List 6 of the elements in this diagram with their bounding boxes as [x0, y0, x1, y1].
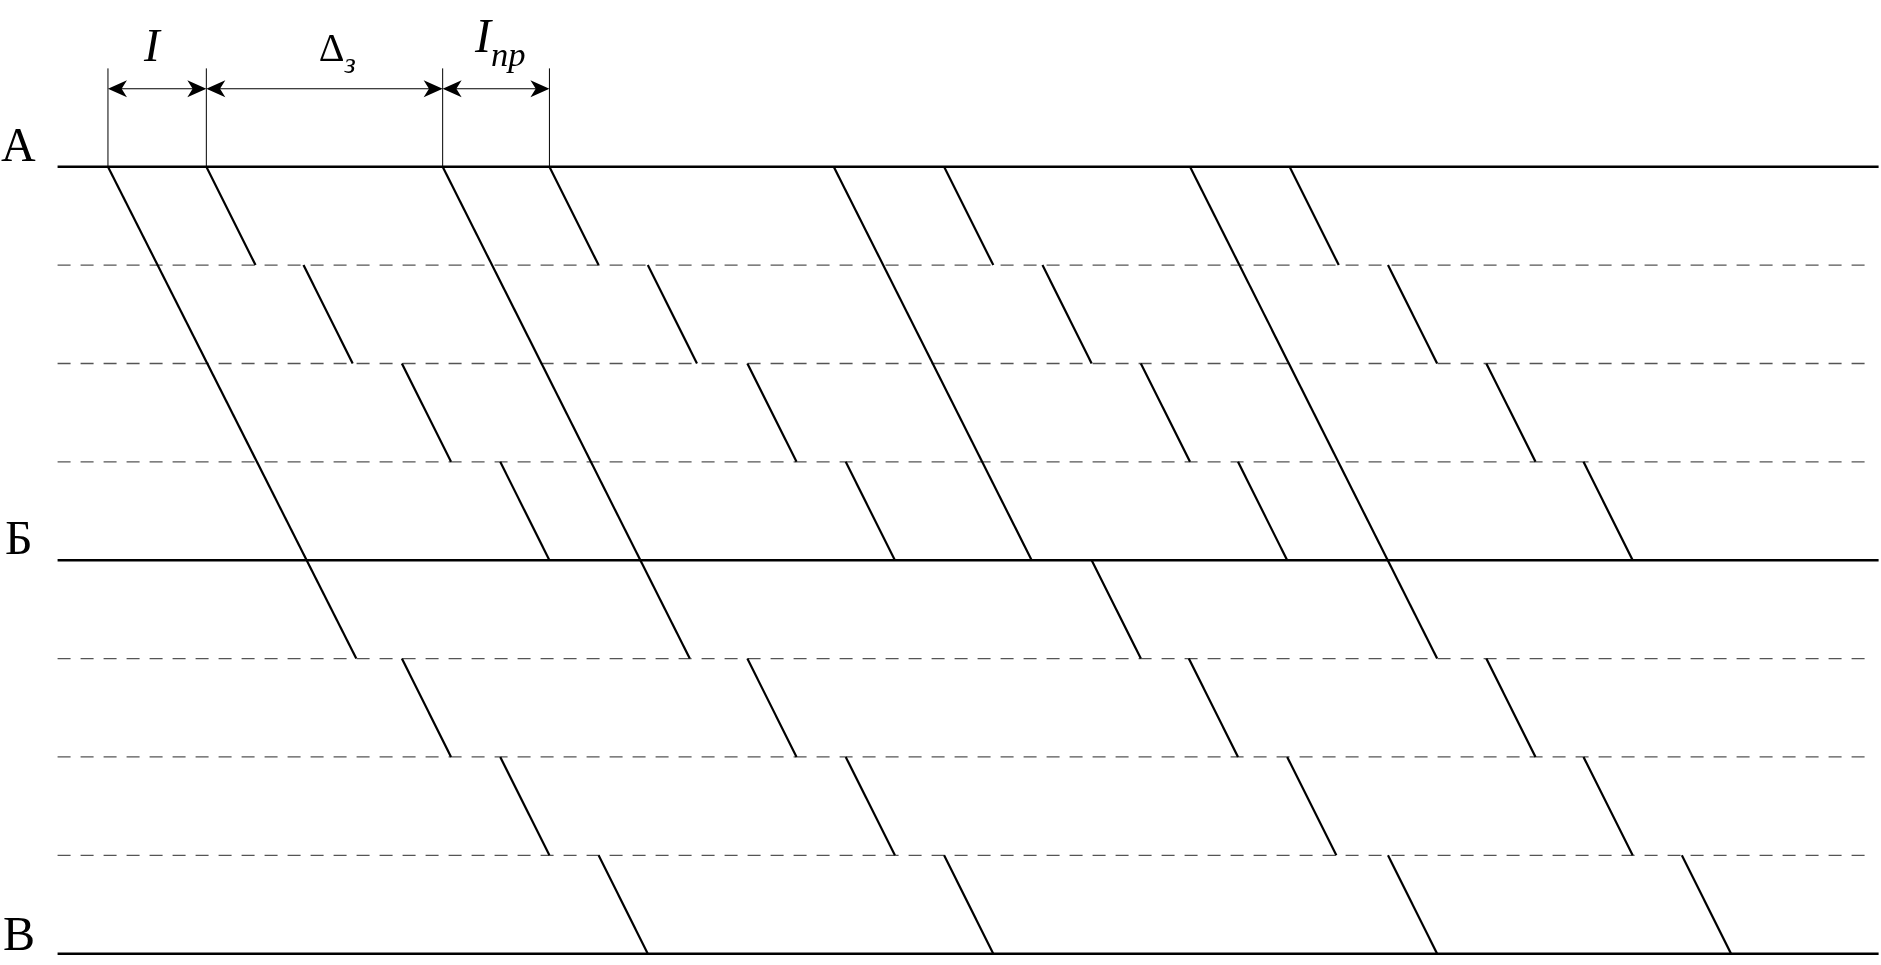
station-label: Б: [4, 513, 34, 564]
dimension-label: I: [143, 21, 163, 71]
station-label: В: [2, 909, 36, 960]
dimension-label: Δ$_{з}$: [318, 27, 357, 79]
dimension-label: I$_{пр}$: [474, 11, 527, 74]
station-label: А: [0, 120, 37, 171]
